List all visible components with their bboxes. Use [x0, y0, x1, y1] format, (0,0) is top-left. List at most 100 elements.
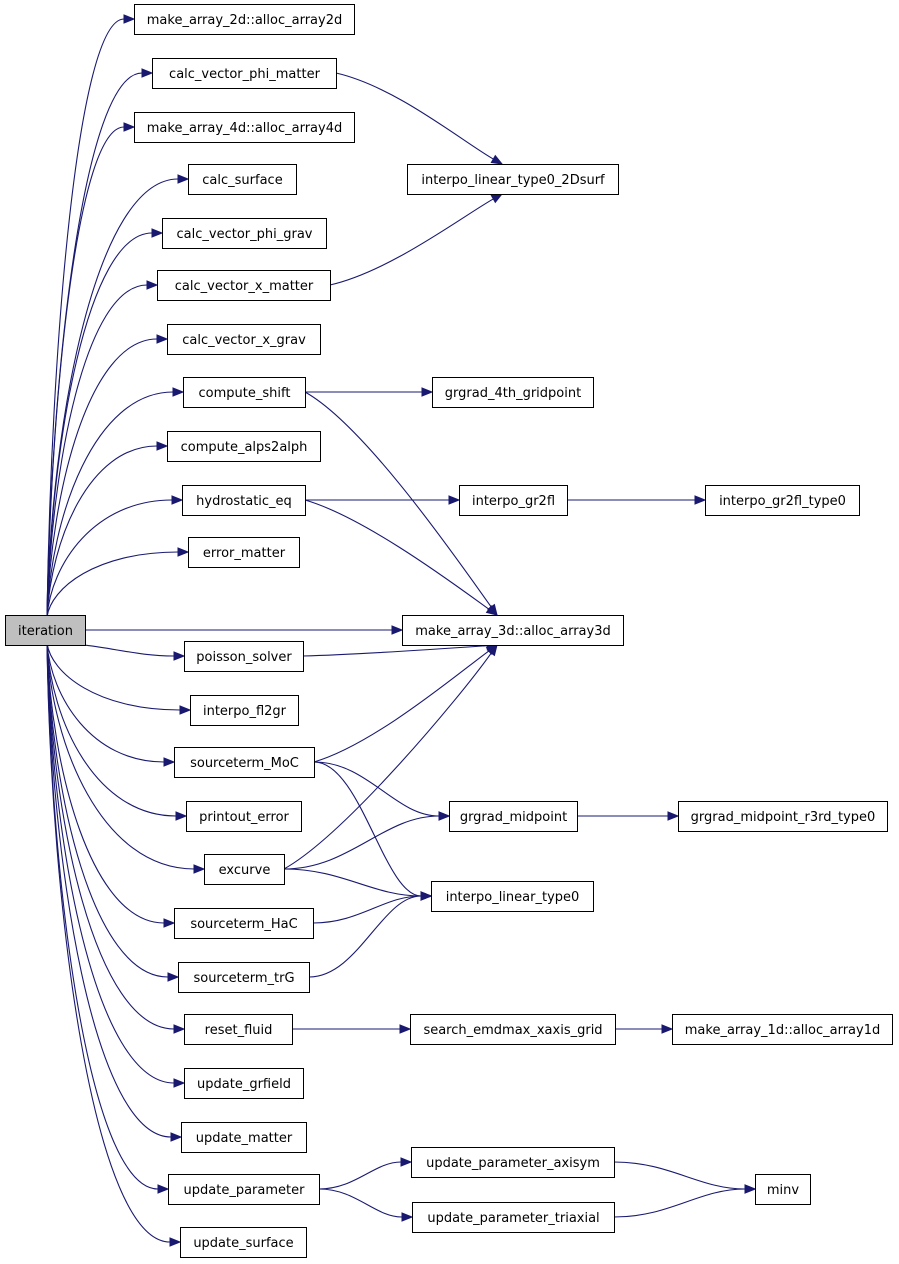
node-box [5, 615, 86, 646]
node-label: reset_fluid [205, 1023, 273, 1038]
node-label: interpo_fl2gr [203, 704, 287, 719]
node-box [755, 1174, 811, 1205]
edge-phi_matter-to-lin2dsurf [335, 72, 504, 165]
node-up_surface[interactable]: update_surface [180, 1227, 307, 1258]
arrow-head-icon [171, 495, 184, 505]
edge-line [302, 645, 488, 657]
node-mid_r3rd[interactable]: grgrad_midpoint_r3rd_type0 [678, 801, 888, 832]
node-minv[interactable]: minv [755, 1174, 811, 1205]
edge-trg-to-lin_t0 [308, 891, 433, 978]
edge-iteration-to-alloc3d [85, 625, 404, 635]
node-lin_t0[interactable]: interpo_linear_type0 [431, 881, 594, 912]
node-box [410, 1014, 616, 1045]
edge-excurve-to-alloc3d [283, 643, 498, 870]
node-box [183, 377, 306, 408]
arrow-head-icon [490, 154, 504, 165]
node-gr2fl_t0[interactable]: interpo_gr2fl_type0 [705, 485, 860, 516]
node-hac[interactable]: sourceterm_HaC [174, 908, 314, 939]
node-shift[interactable]: compute_shift [183, 377, 306, 408]
node-gr2fl[interactable]: interpo_gr2fl [459, 485, 568, 516]
node-lin2dsurf[interactable]: interpo_linear_type0_2Dsurf [407, 164, 619, 195]
node-up_matter[interactable]: update_matter [181, 1122, 307, 1153]
arrow-head-icon [400, 1157, 413, 1167]
node-alloc4d[interactable]: make_array_4d::alloc_array4d [134, 112, 355, 143]
node-label: iteration [18, 624, 73, 639]
node-box [174, 908, 314, 939]
node-midpoint[interactable]: grgrad_midpoint [449, 801, 578, 832]
arrow-head-icon [172, 387, 185, 397]
node-excurve[interactable]: excurve [204, 854, 285, 885]
edge-line [283, 652, 492, 870]
node-alloc3d[interactable]: make_array_3d::alloc_array3d [402, 615, 624, 646]
node-label: interpo_gr2fl [472, 494, 555, 509]
arrow-head-icon [169, 1237, 182, 1247]
node-box [188, 164, 297, 195]
edge-up_param-to-axisym [318, 1157, 413, 1190]
node-label: update_parameter_axisym [426, 1156, 600, 1171]
edge-line [335, 72, 494, 160]
node-box [204, 854, 285, 885]
node-alloc2d[interactable]: make_array_2d::alloc_array2d [134, 4, 355, 35]
arrow-head-icon [667, 811, 680, 821]
node-surface[interactable]: calc_surface [188, 164, 297, 195]
edge-line [318, 1161, 402, 1190]
node-axisym[interactable]: update_parameter_axisym [411, 1147, 615, 1178]
node-label: make_array_4d::alloc_array4d [147, 121, 342, 136]
node-grgrad4th[interactable]: grgrad_4th_gridpoint [432, 377, 594, 408]
edge-iteration-to-shift [46, 387, 185, 618]
node-printout[interactable]: printout_error [186, 801, 302, 832]
call-nodes: iteration make_array_2d::alloc_array2dcal… [5, 4, 893, 1258]
arrow-head-icon [163, 757, 176, 767]
edge-x_matter-to-lin2dsurf [329, 193, 504, 286]
node-moc[interactable]: sourceterm_MoC [174, 747, 315, 778]
node-up_grfield[interactable]: update_grfield [184, 1068, 304, 1099]
node-box [431, 881, 594, 912]
node-label: grgrad_midpoint_r3rd_type0 [691, 810, 876, 825]
edge-hydro-to-alloc3d [304, 499, 499, 616]
edge-iteration-to-up_grfield [46, 642, 186, 1088]
node-emdmax[interactable]: search_emdmax_xaxis_grid [410, 1014, 616, 1045]
node-poisson[interactable]: poisson_solver [184, 641, 304, 672]
node-iteration[interactable]: iteration [5, 615, 86, 646]
node-phi_grav[interactable]: calc_vector_phi_grav [162, 218, 327, 249]
node-label: make_array_2d::alloc_array2d [147, 13, 342, 28]
arrow-head-icon [694, 495, 707, 505]
node-label: interpo_gr2fl_type0 [719, 494, 846, 509]
edge-axisym-to-minv [613, 1161, 757, 1194]
node-reset[interactable]: reset_fluid [184, 1014, 293, 1045]
node-x_matter[interactable]: calc_vector_x_matter [157, 270, 331, 301]
node-trg[interactable]: sourceterm_trG [178, 962, 310, 993]
edge-line [46, 391, 174, 618]
edge-line [46, 72, 143, 618]
node-label: compute_alps2alph [181, 440, 308, 455]
edge-line [329, 198, 494, 286]
node-box [672, 1014, 893, 1045]
edge-line [312, 895, 422, 924]
node-up_param[interactable]: update_parameter [168, 1174, 320, 1205]
node-hydro[interactable]: hydrostatic_eq [182, 485, 306, 516]
node-err_matter[interactable]: error_matter [188, 537, 300, 568]
edge-line [46, 338, 158, 618]
node-triaxial[interactable]: update_parameter_triaxial [412, 1202, 615, 1233]
node-alloc1d[interactable]: make_array_1d::alloc_array1d [672, 1014, 893, 1045]
edge-line [46, 126, 125, 618]
node-label: update_parameter [184, 1183, 306, 1198]
node-fl2gr[interactable]: interpo_fl2gr [190, 695, 299, 726]
edge-line [318, 1188, 403, 1218]
edge-line [46, 18, 125, 618]
node-box [407, 164, 619, 195]
node-alps2alph[interactable]: compute_alps2alph [167, 431, 321, 462]
arrow-head-icon [141, 68, 154, 78]
edge-line [46, 642, 177, 817]
node-box [432, 377, 594, 408]
node-label: sourceterm_trG [193, 971, 294, 986]
node-box [162, 218, 327, 249]
arrow-head-icon [420, 891, 433, 901]
node-box [184, 1014, 293, 1045]
node-x_grav[interactable]: calc_vector_x_grav [167, 324, 321, 355]
node-label: calc_surface [202, 173, 282, 188]
node-label: make_array_3d::alloc_array3d [415, 624, 610, 639]
node-box [678, 801, 888, 832]
node-phi_matter[interactable]: calc_vector_phi_matter [152, 58, 337, 89]
edge-line [46, 642, 195, 870]
